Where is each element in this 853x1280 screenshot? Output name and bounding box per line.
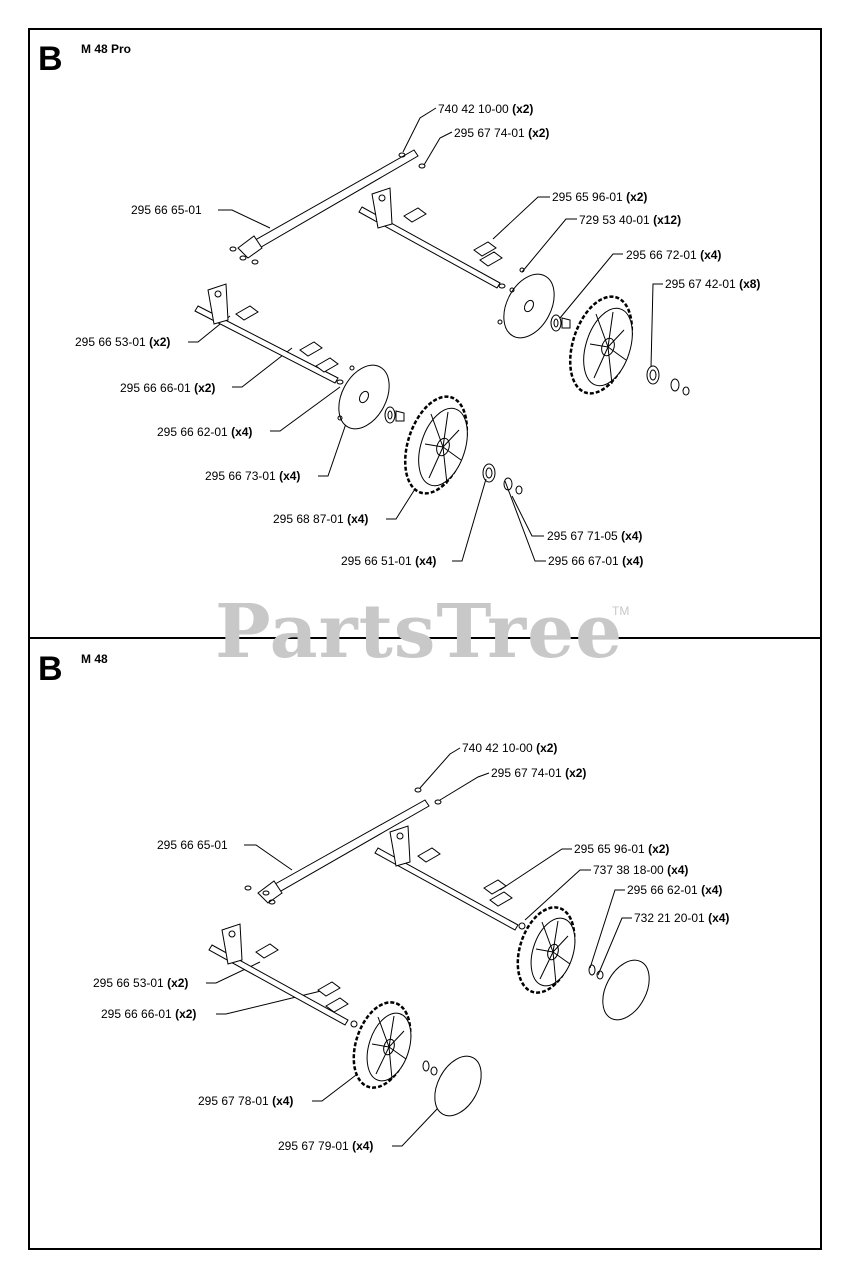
label-295-67-42-01: 295 67 42-01 (x8) <box>665 277 761 291</box>
label-295-67-79-01: 295 67 79-01 (x4) <box>278 1139 374 1153</box>
handle-tube <box>230 150 425 264</box>
section-model: M 48 Pro <box>81 42 132 56</box>
label-295-66-62-01: 295 66 62-01 (x4) <box>157 425 253 439</box>
watermark-trademark: TM <box>612 604 630 618</box>
section-divider <box>28 637 822 639</box>
label-740-42-10-00: 740 42 10-00 (x2) <box>462 741 558 755</box>
label-295-66-65-01: 295 66 65-01 <box>131 203 202 217</box>
front-wheel <box>394 389 478 501</box>
front-washers <box>483 464 522 494</box>
label-737-38-18-00: 737 38 18-00 (x4) <box>593 863 689 877</box>
label-295-67-71-05: 295 67 71-05 (x4) <box>547 529 643 543</box>
label-295-66-53-01: 295 66 53-01 (x2) <box>93 976 189 990</box>
label-295-66-66-01: 295 66 66-01 (x2) <box>120 381 216 395</box>
label-295-67-74-01: 295 67 74-01 (x2) <box>491 766 587 780</box>
m48-pro-exploded-view <box>0 0 853 640</box>
label-295-65-96-01: 295 65 96-01 (x2) <box>552 190 648 204</box>
label-295-66-66-01: 295 66 66-01 (x2) <box>101 1007 197 1021</box>
label-295-66-65-01: 295 66 65-01 <box>157 838 228 852</box>
front-wheel <box>344 995 421 1095</box>
label-295-68-87-01: 295 68 87-01 (x4) <box>273 512 369 526</box>
rear-axle <box>375 826 525 930</box>
front-hub-plate <box>329 357 400 438</box>
rear-axle <box>359 188 524 288</box>
section-letter: B <box>38 650 63 688</box>
label-295-65-96-01: 295 65 96-01 (x2) <box>574 842 670 856</box>
label-295-66-73-01: 295 66 73-01 (x4) <box>205 469 301 483</box>
section-model: M 48 <box>81 652 108 666</box>
rear-washers <box>647 366 689 395</box>
label-295-66-67-01: 295 66 67-01 (x4) <box>548 554 644 568</box>
label-295-66-62-01: 295 66 62-01 (x4) <box>627 883 723 897</box>
label-295-66-53-01: 295 66 53-01 (x2) <box>75 335 171 349</box>
label-295-66-72-01: 295 66 72-01 (x4) <box>626 248 722 262</box>
front-bearing <box>385 407 404 423</box>
rear-wheel <box>508 900 585 1000</box>
watermark-text: PartsTree <box>215 589 624 675</box>
label-740-42-10-00: 740 42 10-00 (x2) <box>438 102 534 116</box>
handle-tube <box>245 788 441 904</box>
label-732-21-20-01: 732 21 20-01 (x4) <box>634 911 730 925</box>
front-hub-parts <box>423 1048 491 1123</box>
label-295-66-51-01: 295 66 51-01 (x4) <box>341 554 437 568</box>
section-letter: B <box>38 40 63 78</box>
rear-hub-parts <box>589 952 659 1027</box>
rear-hub-plate <box>494 266 565 347</box>
rear-wheel <box>559 289 643 401</box>
front-axle <box>195 284 343 384</box>
rear-bearing <box>551 315 570 331</box>
diagram-frame <box>28 28 822 1250</box>
front-axle <box>209 924 357 1027</box>
label-729-53-40-01: 729 53 40-01 (x12) <box>579 213 682 227</box>
label-295-67-74-01: 295 67 74-01 (x2) <box>454 126 550 140</box>
leader-lines <box>206 748 632 1146</box>
label-295-67-78-01: 295 67 78-01 (x4) <box>198 1094 294 1108</box>
